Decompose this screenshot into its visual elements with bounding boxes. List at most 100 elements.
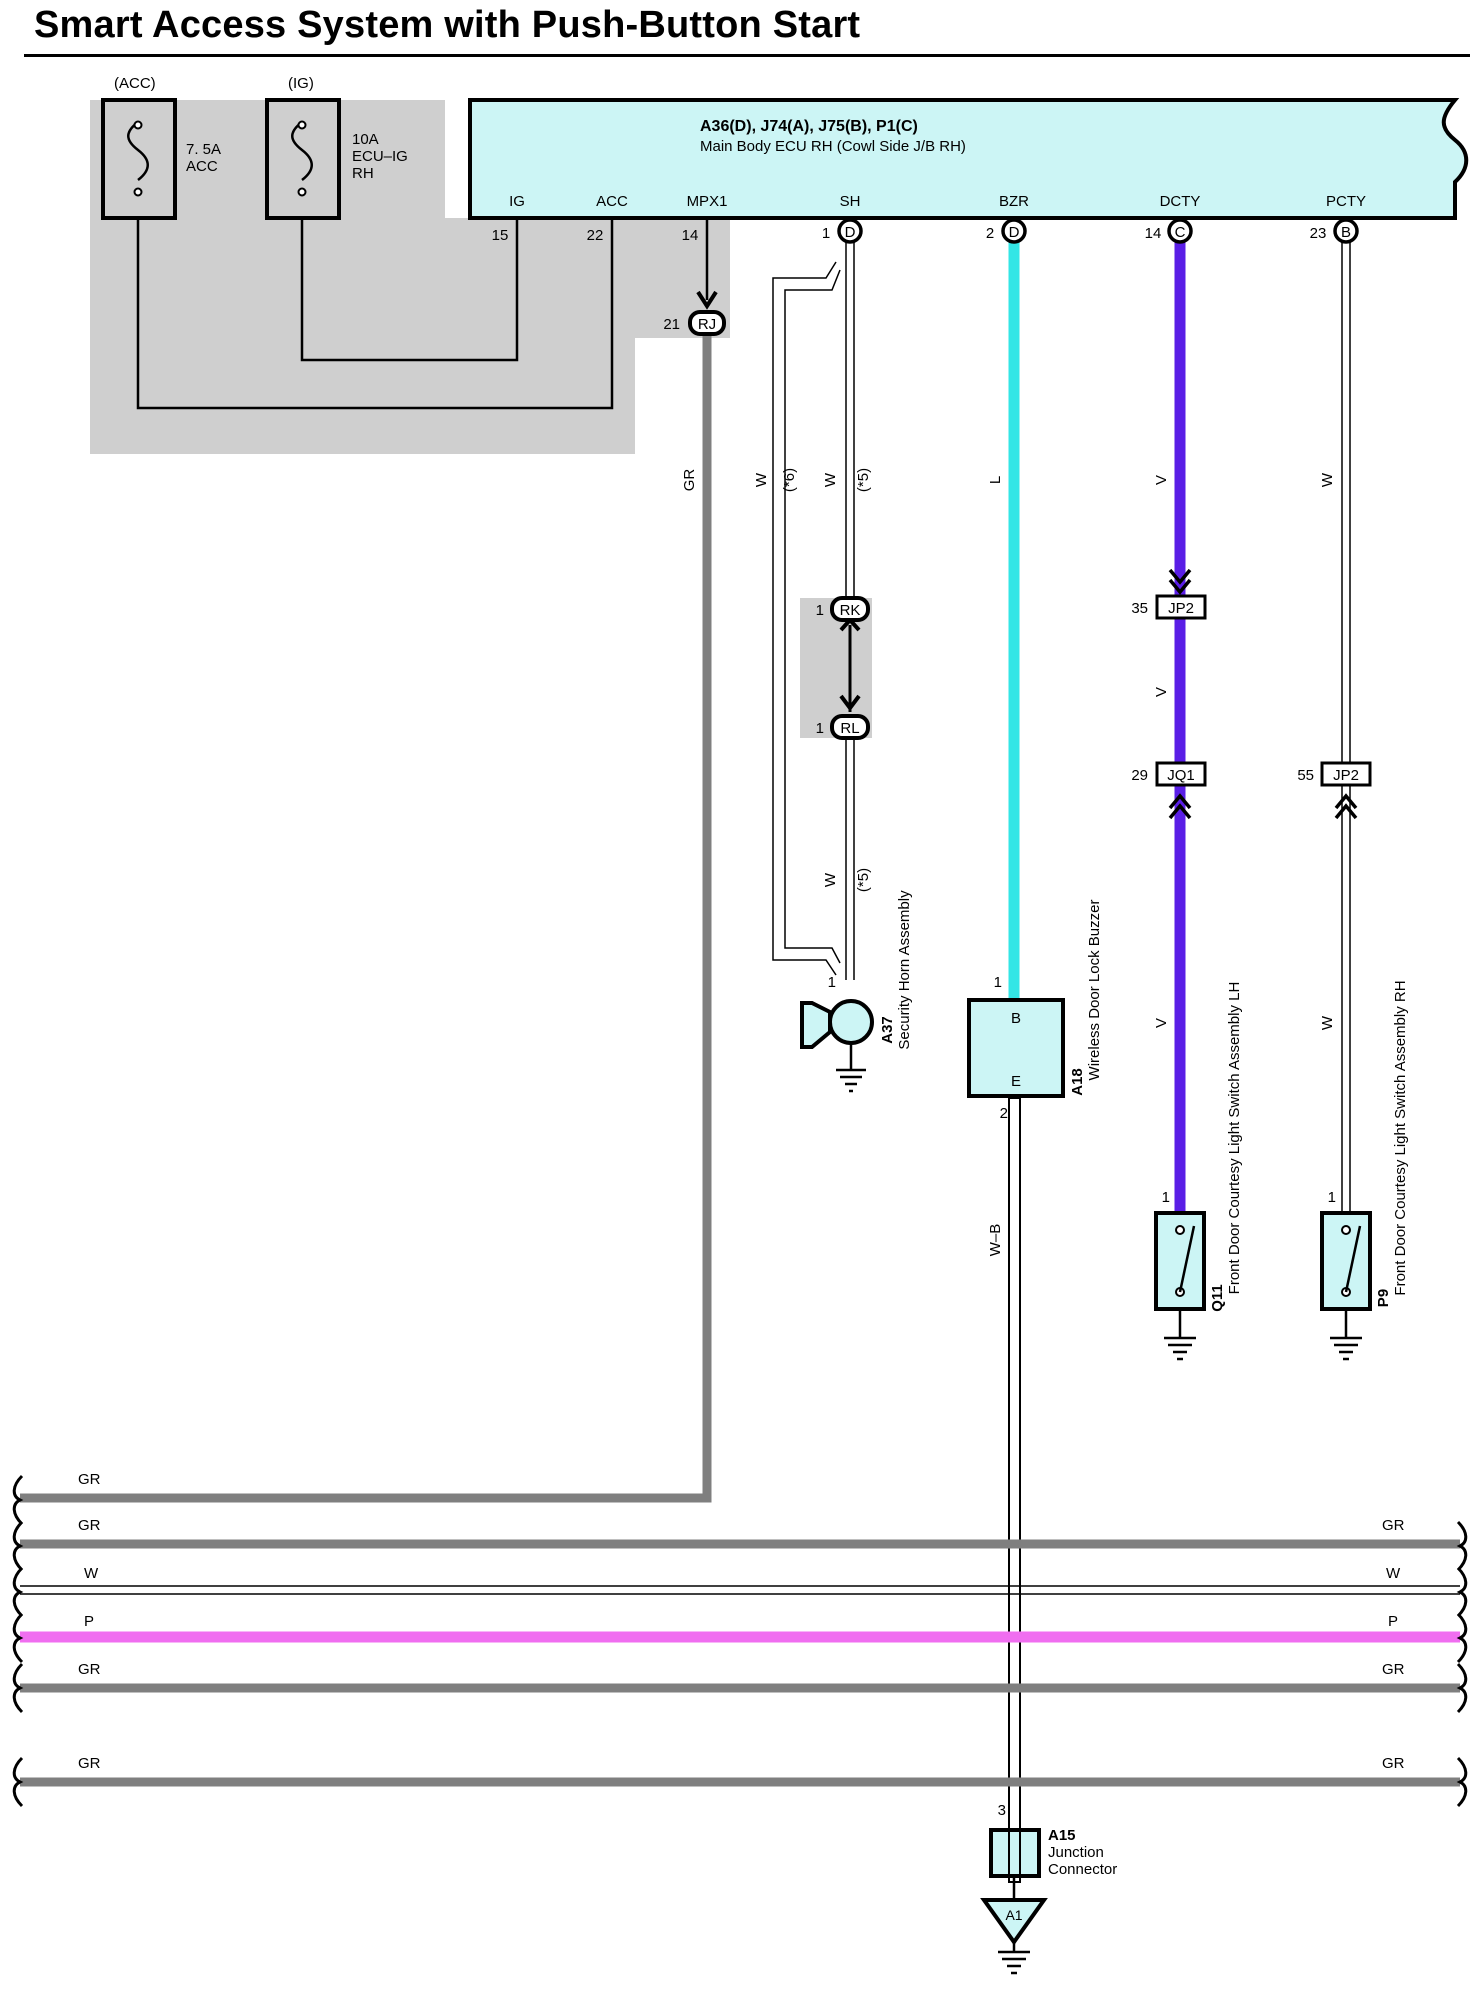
a18-name: Wireless Door Lock Buzzer [1086, 900, 1103, 1081]
a37-name: Security Horn Assembly [896, 890, 913, 1050]
wire-sh-bypass-inner [784, 269, 841, 964]
arrow-rl [839, 694, 861, 712]
pin-num-bzr: 2 [986, 225, 994, 242]
label-l: L [987, 476, 1004, 484]
pin-conn-dcty: C [1175, 224, 1186, 241]
pin-num-acc: 22 [587, 227, 604, 244]
fuse-ig-rating: 10A [352, 131, 379, 148]
a18-term-e: E [1011, 1073, 1021, 1090]
a15-code: A15 [1048, 1827, 1076, 1844]
fuse-ig-top-label: (IG) [288, 75, 314, 92]
fuse-acc: (ACC) 7. 5A ACC [101, 75, 221, 220]
fuse-ig-name: ECU–IG [352, 148, 408, 165]
jq1-name: JQ1 [1167, 767, 1195, 784]
jp2-v-name: JP2 [1168, 600, 1194, 617]
a37-pin: 1 [828, 974, 836, 991]
pin-num-mpx1: 14 [682, 227, 699, 244]
label-w-bypass: W [753, 472, 770, 487]
rj-pin: 21 [663, 316, 680, 333]
page-title: Smart Access System with Push-Button Sta… [34, 4, 861, 46]
rj-name: RJ [698, 316, 716, 333]
pin-badge-bzr: D [1001, 218, 1027, 244]
bus-label-right-6: GR [1382, 1755, 1405, 1772]
pin-conn-sh: D [845, 224, 856, 241]
rk-name: RK [840, 602, 861, 619]
a15-name-1: Junction [1048, 1844, 1104, 1861]
fuse-acc-rating: 7. 5A [186, 141, 221, 158]
main-body-ecu: A36(D), J74(A), J75(B), P1(C) Main Body … [468, 98, 1469, 220]
pin-num-sh: 1 [822, 225, 830, 242]
pin-conn-pcty: B [1341, 224, 1351, 241]
label-note5-upper: (*5) [855, 468, 872, 492]
label-w-sh: W [822, 472, 839, 487]
a15-pin: 3 [998, 1802, 1006, 1819]
label-v-lower: V [1153, 1018, 1170, 1028]
pin-label-ig: IG [509, 193, 525, 210]
label-v-upper: V [1153, 475, 1170, 485]
fuse-ig-extra: RH [352, 165, 374, 182]
jp2-v-pin: 35 [1131, 600, 1148, 617]
bus-label-left-5: GR [78, 1661, 101, 1678]
a15-name-2: Connector [1048, 1861, 1117, 1878]
junction-connector-a15 [989, 1828, 1041, 1878]
q11-pin: 1 [1162, 1189, 1170, 1206]
pin-label-acc: ACC [596, 193, 628, 210]
buzzer-a18: B E [967, 998, 1065, 1098]
label-gr-mpx1: GR [681, 469, 698, 492]
bus-breaks-right [1456, 1520, 1468, 1808]
bus-lines [20, 1539, 1460, 1787]
connector-arrow-rj [696, 290, 718, 310]
p9-pin: 1 [1328, 1189, 1336, 1206]
label-w-pcty-upper: W [1319, 472, 1336, 487]
horn-icon [800, 999, 874, 1093]
bus-label-left-6: GR [78, 1755, 101, 1772]
fuse-shade-region [90, 100, 730, 454]
bus-label-right-4: P [1388, 1613, 1398, 1630]
label-v-mid: V [1153, 687, 1170, 697]
wire-ig-fuse [300, 218, 519, 362]
bus-label-left-1: GR [78, 1471, 101, 1488]
pin-label-mpx1: MPX1 [687, 193, 728, 210]
q11-code: Q11 [1209, 1284, 1226, 1312]
connector-rl: RL [830, 714, 870, 740]
label-note5-lower: (*5) [855, 868, 872, 892]
pin-num-ig: 15 [492, 227, 509, 244]
bus-label-right-3: W [1386, 1565, 1401, 1582]
a18-pin-b: 1 [994, 974, 1002, 991]
pin-badge-sh: D [837, 218, 863, 244]
pin-label-bzr: BZR [999, 193, 1029, 210]
ground-point-a1: A1 [980, 1898, 1048, 1975]
arrow-jp2-v [1168, 568, 1192, 595]
jp2-w-name: JP2 [1333, 767, 1359, 784]
switch-p9 [1320, 1211, 1372, 1361]
pin-conn-bzr: D [1009, 224, 1020, 241]
wire-sh-bypass-outer [772, 261, 837, 976]
a1-name: A1 [1005, 1907, 1022, 1923]
fuse-acc-name: ACC [186, 158, 218, 175]
a37-code: A37 [879, 1016, 896, 1044]
bus-label-left-3: W [84, 1565, 99, 1582]
pin-badge-pcty: B [1333, 218, 1359, 244]
rl-pin: 1 [816, 720, 824, 737]
rl-name: RL [840, 720, 859, 737]
connector-jp2-w: JP2 [1320, 761, 1372, 787]
p9-code: P9 [1375, 1289, 1392, 1307]
bus-breaks-left [12, 1474, 24, 1808]
fuse-ecu-ig: (IG) 10A ECU–IG RH [265, 75, 408, 220]
pin-num-pcty: 23 [1310, 225, 1327, 242]
connector-jp2-v: JP2 [1155, 594, 1207, 620]
wire-gr-mpx1 [20, 334, 712, 1503]
wire-acc-fuse [136, 218, 614, 410]
arrow-jp2-w [1334, 793, 1358, 820]
bus-label-left-4: P [84, 1613, 94, 1630]
bus-label-right-2: GR [1382, 1517, 1405, 1534]
switch-q11 [1154, 1211, 1206, 1361]
rk-pin: 1 [816, 602, 824, 619]
bus-label-right-5: GR [1382, 1661, 1405, 1678]
label-w-pcty-lower: W [1319, 1015, 1336, 1030]
label-wb: W–B [987, 1224, 1004, 1257]
bus-label-left-2: GR [78, 1517, 101, 1534]
pin-label-dcty: DCTY [1160, 193, 1201, 210]
connector-rk: RK [830, 596, 870, 622]
